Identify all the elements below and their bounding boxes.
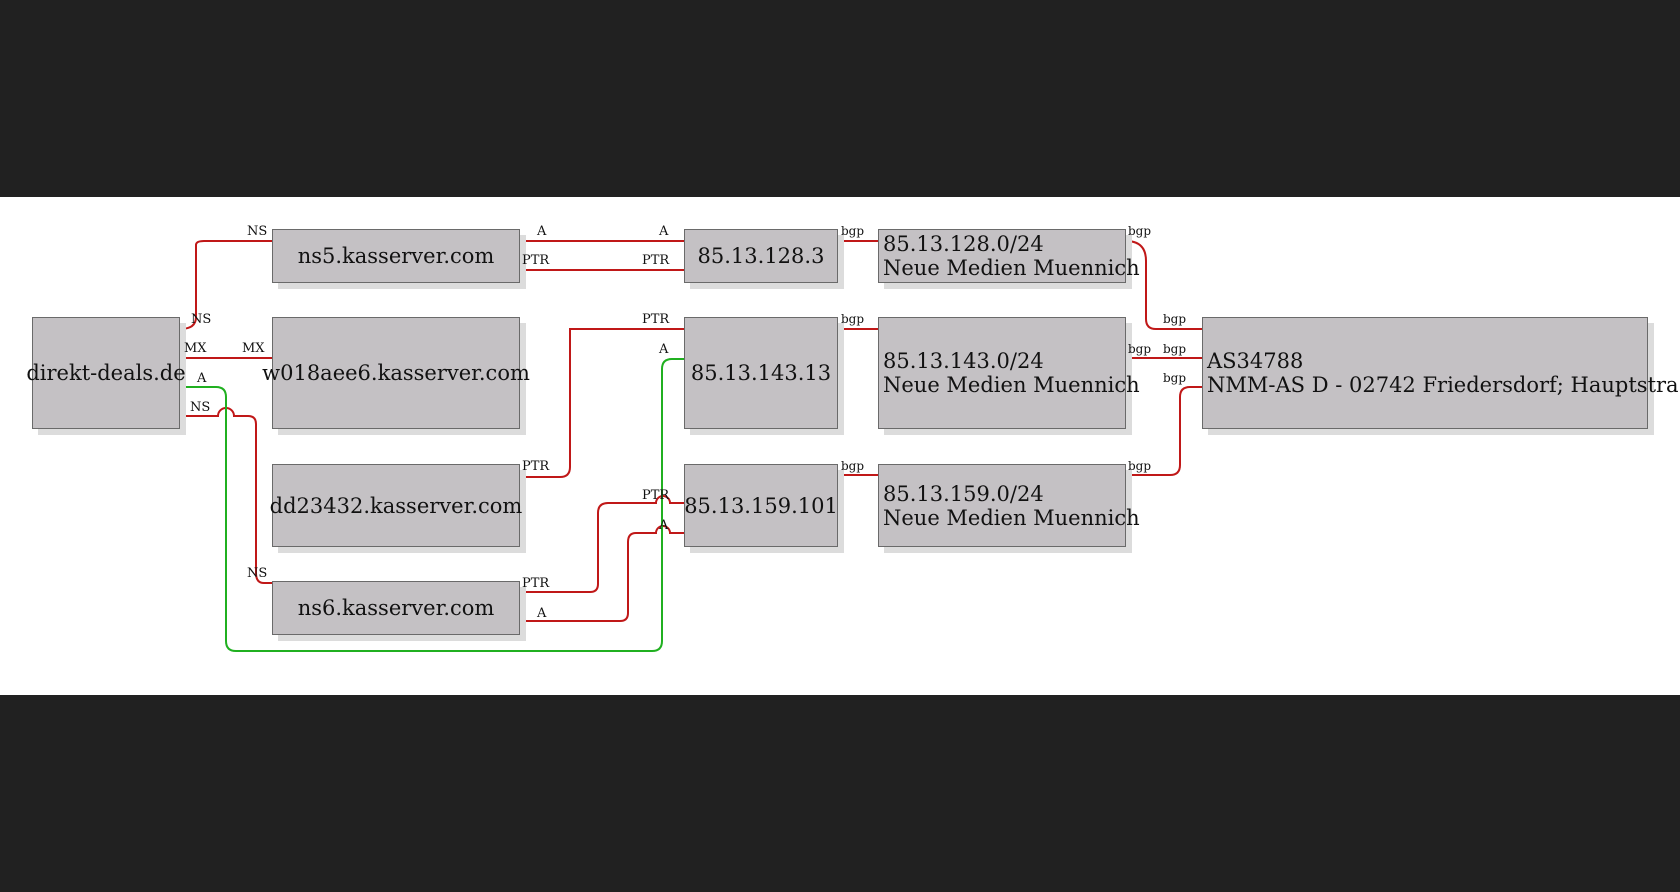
node-net-85-13-128-0[interactable]: 85.13.128.0/24 Neue Medien Muennich bbox=[878, 229, 1140, 283]
node-as34788[interactable]: AS34788 NMM-AS D - 02742 Friedersdorf; H… bbox=[1202, 317, 1679, 429]
node-label-line2: NMM-AS D - 02742 Friedersdorf; Hauptstra bbox=[1207, 373, 1679, 397]
edge-label-a: A bbox=[659, 224, 669, 239]
edge-net159-as bbox=[1126, 386, 1202, 476]
edge-ns6-ip159101-a bbox=[520, 525, 684, 622]
edge-label-a: A bbox=[659, 342, 669, 357]
node-label-line2: Neue Medien Muennich bbox=[883, 373, 1140, 397]
edges-layer bbox=[179, 240, 1202, 652]
edge-label-ptr: PTR bbox=[522, 576, 550, 591]
edge-label-bgp: bgp bbox=[841, 459, 865, 473]
node-w018aee6-kasserver[interactable]: w018aee6.kasserver.com bbox=[262, 317, 530, 429]
edge-label-ns: NS bbox=[247, 224, 268, 239]
edge-label-bgp: bgp bbox=[1163, 371, 1187, 385]
edge-label-ptr: PTR bbox=[522, 253, 550, 268]
node-direkt-deals[interactable]: direkt-deals.de bbox=[26, 317, 186, 429]
node-label-line1: 85.13.128.0/24 bbox=[883, 232, 1044, 256]
node-label: 85.13.143.13 bbox=[690, 361, 832, 385]
edge-net128-as bbox=[1125, 240, 1202, 330]
node-label: ns6.kasserver.com bbox=[297, 596, 495, 620]
edge-label-mx: MX bbox=[184, 341, 207, 356]
graph-canvas: direkt-deals.de ns5.kasserver.com w018ae… bbox=[0, 197, 1680, 695]
node-label: ns5.kasserver.com bbox=[297, 244, 495, 268]
edge-label-a: A bbox=[659, 518, 669, 533]
node-label: direkt-deals.de bbox=[26, 361, 186, 385]
node-ip-85-13-143-13[interactable]: 85.13.143.13 bbox=[684, 317, 838, 429]
edge-label-bgp: bgp bbox=[1128, 459, 1152, 473]
node-label: w018aee6.kasserver.com bbox=[262, 361, 530, 385]
node-label-line1: 85.13.143.0/24 bbox=[883, 349, 1044, 373]
node-label: dd23432.kasserver.com bbox=[269, 493, 523, 518]
edge-ns6-ip159101-ptr bbox=[520, 495, 684, 593]
edge-label-bgp: bgp bbox=[841, 224, 865, 238]
node-net-85-13-143-0[interactable]: 85.13.143.0/24 Neue Medien Muennich bbox=[878, 317, 1140, 429]
node-label-line1: AS34788 bbox=[1207, 349, 1304, 373]
edge-domain-ns6 bbox=[180, 407, 272, 584]
node-ns6-kasserver[interactable]: ns6.kasserver.com bbox=[272, 581, 520, 635]
edge-domain-ip14313-a bbox=[180, 358, 684, 652]
node-dd23432-kasserver[interactable]: dd23432.kasserver.com bbox=[269, 464, 523, 547]
edge-label-ptr: PTR bbox=[642, 312, 670, 327]
edge-label-ptr: PTR bbox=[642, 488, 670, 503]
edge-label-a: A bbox=[537, 606, 547, 621]
edge-label-ns: NS bbox=[190, 400, 211, 415]
node-ns5-kasserver[interactable]: ns5.kasserver.com bbox=[272, 229, 520, 283]
edge-label-ptr: PTR bbox=[642, 253, 670, 268]
edge-label-bgp: bgp bbox=[1163, 342, 1187, 356]
node-label: 85.13.159.101 bbox=[684, 493, 838, 518]
edge-domain-ns5 bbox=[179, 240, 272, 330]
node-label-line1: 85.13.159.0/24 bbox=[883, 481, 1044, 506]
node-net-85-13-159-0[interactable]: 85.13.159.0/24 Neue Medien Muennich bbox=[878, 464, 1140, 547]
node-label-line2: Neue Medien Muennich bbox=[883, 505, 1140, 530]
edge-label-a: A bbox=[537, 224, 547, 239]
edge-label-a: A bbox=[197, 371, 207, 386]
edge-label-ptr: PTR bbox=[522, 459, 550, 474]
edge-label-bgp: bgp bbox=[841, 312, 865, 326]
edge-label-mx: MX bbox=[242, 341, 265, 356]
edge-label-bgp: bgp bbox=[1163, 312, 1187, 326]
edge-label-bgp: bgp bbox=[1128, 224, 1152, 238]
edge-label-bgp: bgp bbox=[1128, 342, 1152, 356]
node-label: 85.13.128.3 bbox=[697, 244, 825, 268]
edge-dd23432-ip14313-ptr bbox=[520, 328, 684, 478]
node-ip-85-13-159-101[interactable]: 85.13.159.101 bbox=[684, 464, 838, 547]
edge-label-ns: NS bbox=[247, 566, 268, 581]
edge-label-ns: NS bbox=[191, 312, 212, 327]
node-label-line2: Neue Medien Muennich bbox=[883, 256, 1140, 280]
node-ip-85-13-128-3[interactable]: 85.13.128.3 bbox=[684, 229, 838, 283]
